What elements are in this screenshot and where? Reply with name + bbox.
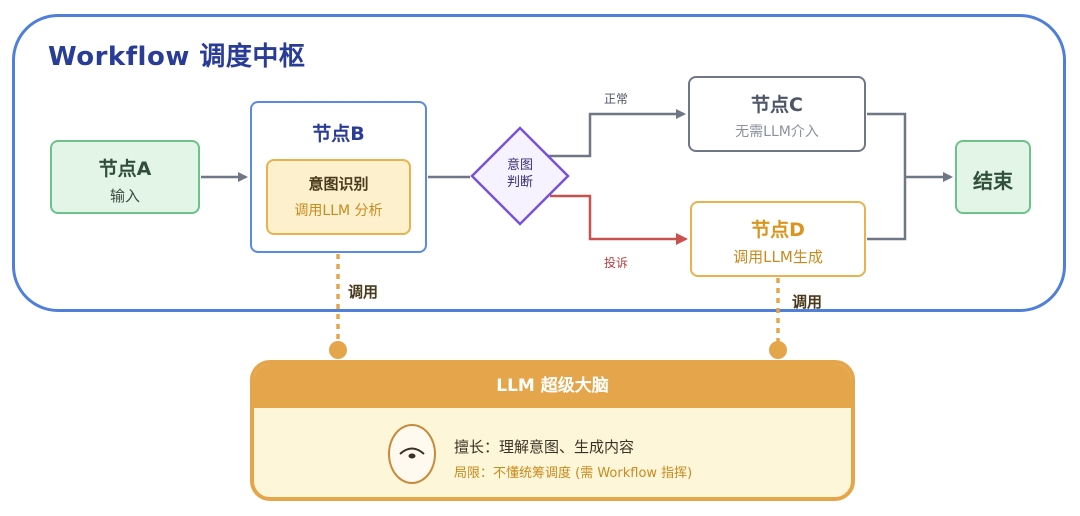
- edge-c-end: [867, 112, 907, 177]
- brain-title: LLM 超级大脑: [254, 364, 851, 408]
- decision-line1: 意图: [506, 158, 533, 173]
- decision-line2: 判断: [506, 175, 533, 190]
- intent-card-subtitle: 调用LLM 分析: [294, 203, 383, 219]
- decision-diamond: [470, 126, 570, 226]
- eye-icon: [388, 424, 436, 484]
- node-b-title: 节点B: [312, 123, 365, 145]
- call-label-d: 调用: [792, 293, 823, 311]
- call-label-b: 调用: [348, 283, 379, 301]
- node-d-subtitle: 调用LLM生成: [733, 248, 823, 266]
- node-a-title: 节点A: [98, 158, 152, 180]
- page-title: Workflow 调度中枢: [48, 42, 306, 72]
- node-a: 节点A 输入: [50, 140, 200, 214]
- decision-label: 意图 判断: [470, 157, 570, 191]
- node-d-title: 节点D: [751, 219, 805, 241]
- node-end: 结束: [955, 140, 1031, 214]
- edge-label-complaint: 投诉: [604, 256, 629, 270]
- brain-limitation: 局限：不懂统筹调度 (需 Workflow 指挥): [454, 466, 693, 481]
- node-d: 节点D 调用LLM生成: [690, 201, 866, 277]
- intent-card-title: 意图识别: [308, 175, 369, 193]
- node-b: 节点B 意图识别 调用LLM 分析: [250, 101, 427, 253]
- node-end-title: 结束: [973, 169, 1013, 193]
- node-c-subtitle: 无需LLM介入: [735, 124, 819, 140]
- edge-d-end: [867, 177, 907, 241]
- node-c-title: 节点C: [751, 94, 803, 116]
- call-dot-b: [329, 341, 347, 359]
- llm-brain-panel: LLM 超级大脑 擅长：理解意图、生成内容 局限：不懂统筹调度 (需 Workf…: [250, 360, 855, 501]
- edge-decision-d: [550, 194, 688, 245]
- intent-recognition-card: 意图识别 调用LLM 分析: [266, 159, 411, 235]
- edge-decision-c: [548, 109, 686, 158]
- edge-label-normal: 正常: [604, 92, 629, 106]
- node-c: 节点C 无需LLM介入: [688, 76, 866, 152]
- brain-strength: 擅长：理解意图、生成内容: [454, 438, 635, 456]
- node-a-subtitle: 输入: [109, 187, 140, 205]
- call-dot-d: [769, 341, 787, 359]
